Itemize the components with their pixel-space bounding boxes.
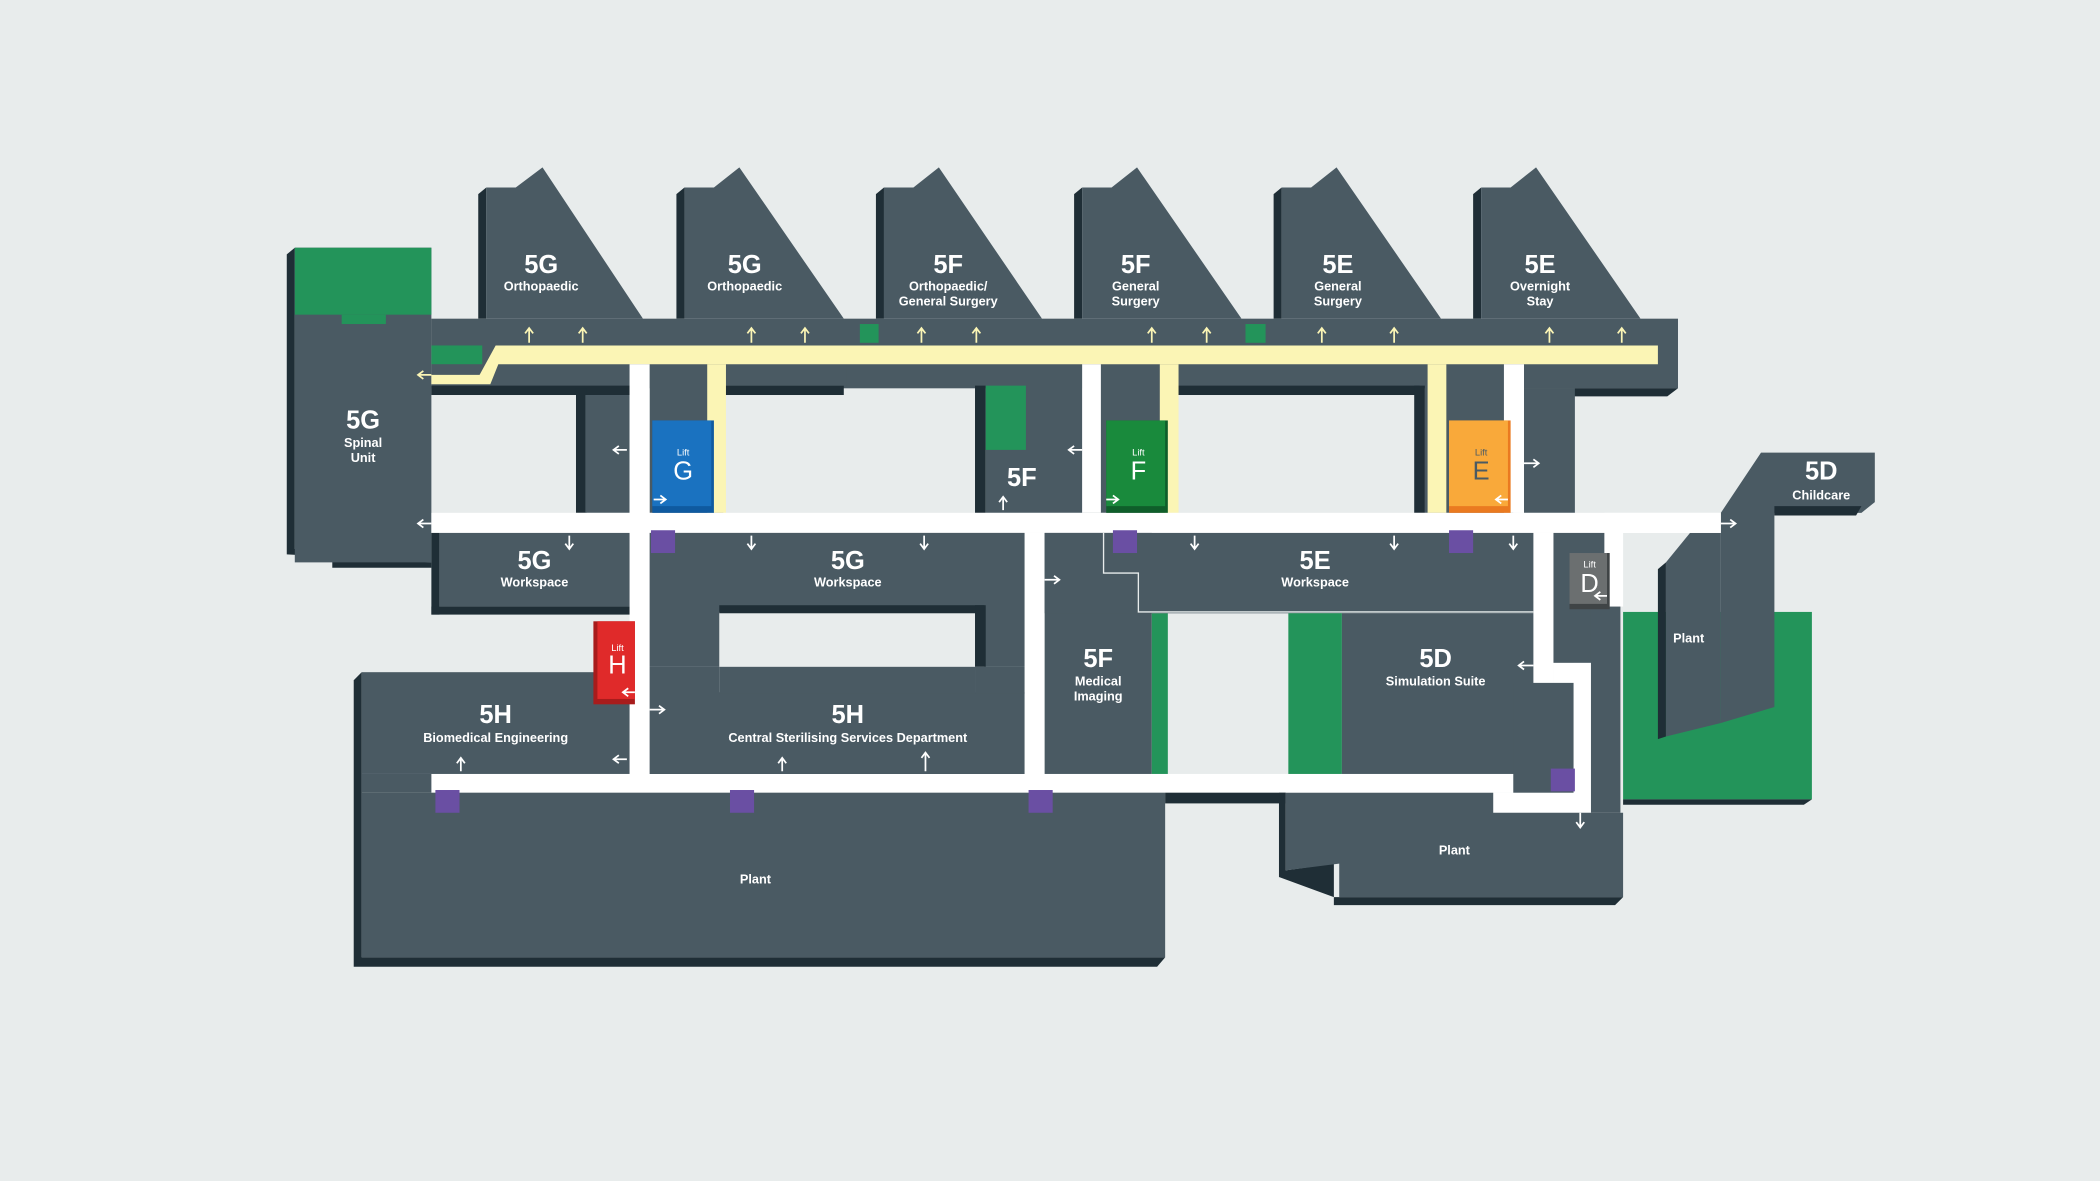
svg-text:Stay: Stay: [1527, 293, 1554, 308]
svg-text:5D: 5D: [1419, 645, 1452, 673]
svg-text:Childcare: Childcare: [1792, 487, 1850, 502]
svg-text:Lift: Lift: [1132, 447, 1145, 457]
svg-text:Surgery: Surgery: [1112, 293, 1160, 308]
svg-text:5F: 5F: [1007, 464, 1037, 492]
svg-text:5E: 5E: [1525, 251, 1556, 279]
lift-g[interactable]: Lift G: [652, 420, 714, 513]
svg-text:Simulation Suite: Simulation Suite: [1386, 674, 1486, 689]
svg-text:5H: 5H: [479, 701, 512, 729]
svg-text:Orthopaedic: Orthopaedic: [707, 279, 782, 294]
svg-text:5G: 5G: [518, 547, 552, 575]
svg-text:Surgery: Surgery: [1314, 293, 1362, 308]
svg-text:5D: 5D: [1805, 457, 1838, 485]
lift-e[interactable]: Lift E: [1449, 420, 1511, 513]
area-plant-bottom[interactable]: Plant: [353, 773, 1166, 967]
svg-text:Plant: Plant: [1673, 631, 1705, 646]
ward-5e-general-surgery[interactable]: 5E General Surgery: [1273, 167, 1441, 319]
area-plant-right[interactable]: Plant: [1278, 792, 1624, 906]
svg-text:5F: 5F: [1121, 251, 1151, 279]
svg-text:Lift: Lift: [1475, 447, 1488, 457]
ward-5f-orthopaedic-general-surgery[interactable]: 5F Orthopaedic/ General Surgery: [875, 167, 1042, 319]
area-5d-simulation-suite[interactable]: 5D Simulation Suite: [1288, 532, 1621, 813]
svg-text:Orthopaedic: Orthopaedic: [504, 279, 579, 294]
svg-text:5G: 5G: [346, 406, 380, 434]
area-5g-workspace-small[interactable]: 5G Workspace: [431, 532, 630, 615]
area-5h-biomedical-engineering[interactable]: 5H Biomedical Engineering: [353, 672, 630, 774]
area-plant-far-right[interactable]: Plant: [1657, 532, 1721, 740]
area-5g-workspace[interactable]: 5G Workspace: [649, 532, 1025, 667]
svg-text:5G: 5G: [728, 251, 762, 279]
staff-corridors: [431, 364, 1721, 813]
area-5f-mid[interactable]: 5F: [1007, 464, 1037, 492]
svg-text:D: D: [1580, 570, 1598, 598]
svg-text:Plant: Plant: [1439, 842, 1471, 857]
area-5g-spinal-unit[interactable]: 5G Spinal Unit: [286, 247, 432, 568]
ward-5e-overnight-stay[interactable]: 5E Overnight Stay: [1473, 167, 1641, 319]
svg-text:G: G: [673, 457, 693, 485]
svg-text:Workspace: Workspace: [1281, 574, 1349, 589]
svg-text:5G: 5G: [831, 547, 865, 575]
svg-text:General: General: [1314, 279, 1361, 294]
svg-text:Lift: Lift: [611, 643, 624, 653]
svg-text:H: H: [608, 652, 626, 680]
svg-text:5F: 5F: [933, 251, 963, 279]
lift-f[interactable]: Lift F: [1106, 420, 1168, 513]
svg-text:Spinal: Spinal: [344, 435, 382, 450]
lift-h[interactable]: Lift H: [593, 621, 635, 705]
svg-text:Lift: Lift: [1583, 560, 1596, 570]
area-5h-cssd[interactable]: 5H Central Sterilising Services Departme…: [649, 666, 1025, 774]
svg-text:5E: 5E: [1322, 251, 1353, 279]
svg-text:5H: 5H: [832, 701, 865, 729]
lift-d[interactable]: Lift D: [1569, 553, 1610, 610]
svg-text:Workspace: Workspace: [814, 574, 882, 589]
svg-text:General: General: [1112, 279, 1159, 294]
ward-5f-general-surgery[interactable]: 5F General Surgery: [1074, 167, 1242, 319]
svg-text:5F: 5F: [1083, 645, 1113, 673]
svg-text:Plant: Plant: [740, 872, 772, 887]
svg-text:General Surgery: General Surgery: [899, 293, 998, 308]
area-5d-childcare[interactable]: 5D Childcare: [1720, 452, 1875, 724]
svg-text:5E: 5E: [1300, 547, 1331, 575]
svg-text:Unit: Unit: [351, 450, 376, 465]
svg-text:Medical: Medical: [1075, 674, 1122, 689]
direction-arrows: [416, 326, 1738, 829]
svg-text:F: F: [1131, 457, 1147, 485]
svg-text:Central Sterilising Services D: Central Sterilising Services Department: [728, 730, 968, 745]
svg-text:Imaging: Imaging: [1074, 688, 1123, 703]
ward-5g-orthopaedic-2[interactable]: 5G Orthopaedic: [676, 167, 844, 319]
stairs: [435, 530, 1575, 813]
svg-text:E: E: [1473, 457, 1490, 485]
svg-text:Overnight: Overnight: [1510, 279, 1571, 294]
svg-text:5G: 5G: [524, 251, 558, 279]
svg-text:Orthopaedic/: Orthopaedic/: [909, 279, 988, 294]
svg-text:Lift: Lift: [677, 447, 690, 457]
svg-text:Biomedical Engineering: Biomedical Engineering: [423, 730, 568, 745]
ward-5g-orthopaedic-1[interactable]: 5G Orthopaedic: [478, 167, 643, 319]
svg-text:Workspace: Workspace: [501, 574, 569, 589]
